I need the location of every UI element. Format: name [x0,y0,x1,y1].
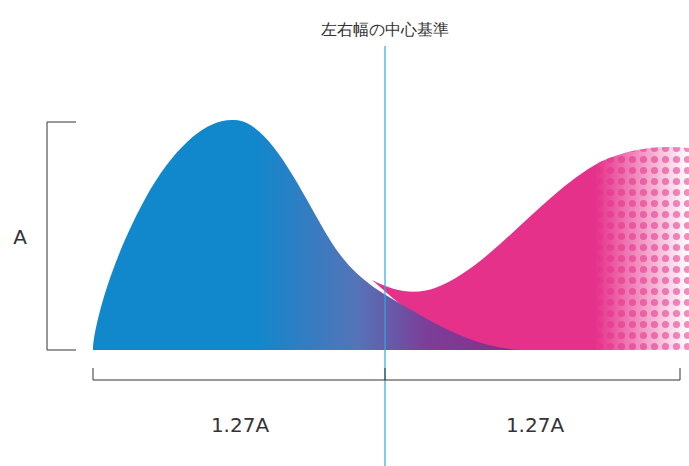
blue-curve [93,120,520,350]
width-dimension: 1.27A [506,414,564,436]
height-dimension: A [13,226,27,248]
width-dimension: 1.27A [211,414,269,436]
center-reference-label: 左右幅の中心基準 [321,21,449,39]
height-bracket [47,122,76,350]
width-bracket [93,368,680,380]
center-line [384,46,385,466]
